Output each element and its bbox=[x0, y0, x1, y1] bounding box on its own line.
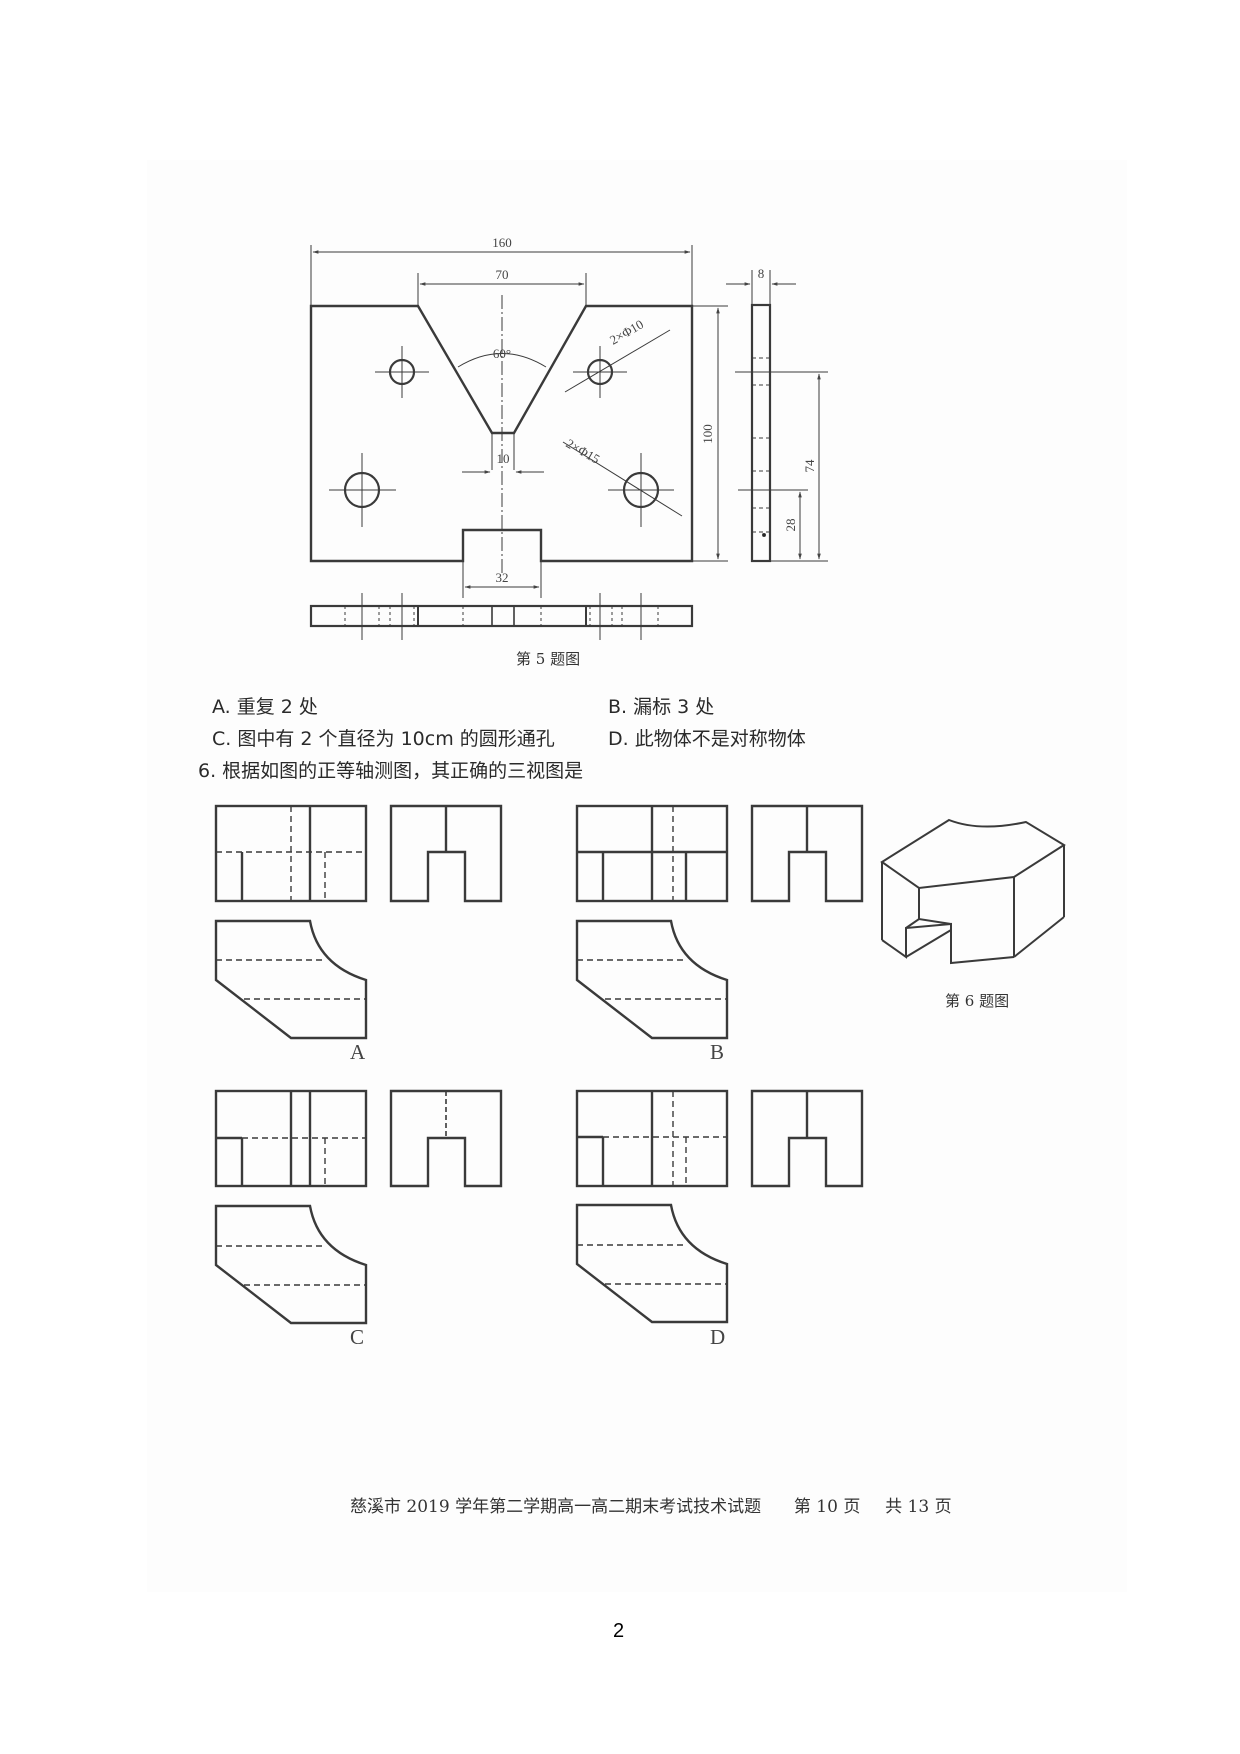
q6-option-d-views bbox=[575, 1089, 864, 1324]
dim-10: 10 bbox=[497, 451, 510, 466]
q5-option-a: A. 重复 2 处 bbox=[212, 692, 318, 719]
option-label: B. bbox=[608, 696, 628, 718]
dim-28: 28 bbox=[783, 519, 798, 532]
q6-choice-label-a: A bbox=[350, 1040, 366, 1064]
option-text: 重复 2 处 bbox=[236, 696, 318, 718]
q5-option-c: C. 图中有 2 个直径为 10cm 的圆形通孔 bbox=[212, 724, 555, 751]
dim-70: 70 bbox=[496, 267, 509, 282]
option-label: A. bbox=[212, 696, 231, 718]
option-text: 此物体不是对称物体 bbox=[634, 728, 806, 750]
dim-100: 100 bbox=[700, 424, 715, 444]
option-text: 漏标 3 处 bbox=[633, 696, 715, 718]
q6-choice-label-c: C bbox=[350, 1325, 365, 1349]
dim-2xphi10: 2×Φ10 bbox=[607, 316, 646, 347]
dim-74: 74 bbox=[802, 459, 817, 473]
dim-8: 8 bbox=[758, 266, 765, 281]
q5-dimension-labels: 160 70 60° 10 32 2×Φ10 2×Φ15 100 8 74 28 bbox=[492, 235, 817, 585]
dim-160: 160 bbox=[492, 235, 512, 250]
q5-figure-caption: 第 5 题图 bbox=[516, 650, 581, 668]
q5-option-b: B. 漏标 3 处 bbox=[608, 692, 714, 719]
q6-figure-caption: 第 6 题图 bbox=[945, 992, 1010, 1010]
total-pages: 共 13 页 bbox=[885, 1497, 952, 1517]
option-label: C. bbox=[212, 728, 232, 750]
q6-choice-label-b: B bbox=[710, 1040, 725, 1064]
q5-top-view bbox=[309, 593, 694, 640]
exam-footer: 慈溪市 2019 学年第二学期高一高二期末考试技术试题 第 10 页 共 13 … bbox=[350, 1492, 952, 1517]
q5-side-view bbox=[726, 270, 828, 563]
dim-2xphi15: 2×Φ15 bbox=[564, 436, 603, 467]
option-text: 图中有 2 个直径为 10cm 的圆形通孔 bbox=[237, 728, 555, 750]
option-label: D. bbox=[608, 728, 629, 750]
dim-32: 32 bbox=[496, 570, 509, 585]
q6-isometric-view bbox=[880, 818, 1066, 965]
q6-stem: 6. 根据如图的正等轴测图，其正确的三视图是 bbox=[198, 760, 584, 782]
q6-option-c-views bbox=[214, 1089, 503, 1325]
page-number: 2 bbox=[613, 1620, 625, 1642]
page-info: 第 10 页 bbox=[793, 1497, 861, 1517]
q6-option-b-views bbox=[575, 804, 864, 1040]
q5-option-d: D. 此物体不是对称物体 bbox=[608, 724, 806, 751]
exam-title: 慈溪市 2019 学年第二学期高一高二期末考试技术试题 bbox=[350, 1497, 762, 1517]
q6-option-a-views bbox=[214, 804, 503, 1040]
dim-60-degree: 60° bbox=[493, 346, 511, 361]
q6-choice-label-d: D bbox=[710, 1325, 726, 1349]
q5-front-view bbox=[309, 245, 728, 598]
